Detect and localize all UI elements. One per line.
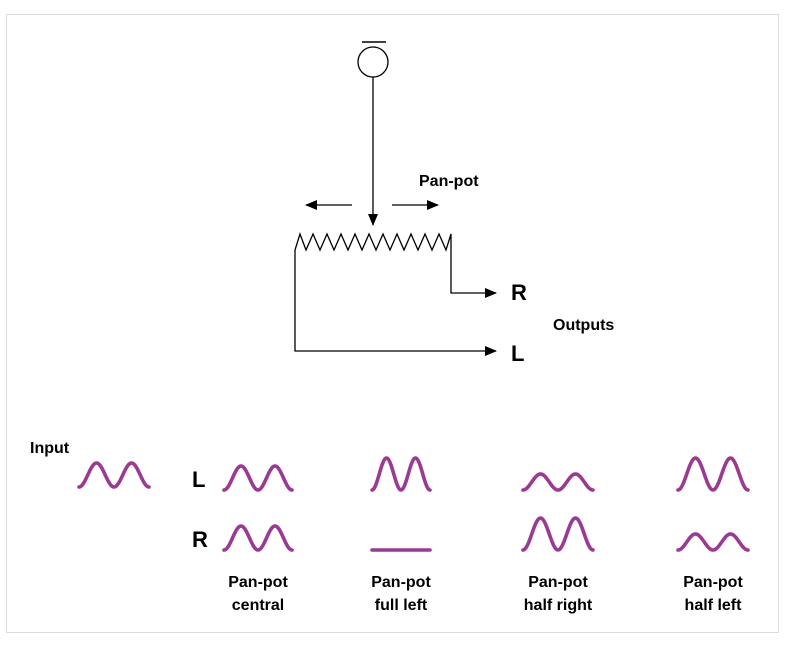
panel-full-left: Pan-pot full left [370,456,432,614]
panel-half-right: Pan-pot half right [521,472,595,614]
output-r-wire [450,241,497,298]
row-r-label: R [192,527,208,552]
row-l-label: L [192,467,205,492]
caption-full-left-line1: Pan-pot [371,574,431,591]
waveform-half-right-right [521,516,595,552]
frame-border [6,14,779,633]
caption-central-line2: central [232,597,284,614]
caption-half-right-line2: half right [524,597,593,614]
waveform-half-left-right [676,532,750,552]
caption-central-line1: Pan-pot [228,574,288,591]
waveform-central-right [222,524,294,552]
panel-central: Pan-pot central [222,464,294,614]
output-l-wire [294,250,497,356]
panel-half-left: Pan-pot half left [676,456,750,614]
caption-full-left-line2: full left [375,597,428,614]
input-waveform [77,461,151,489]
input-source-icon [357,41,389,78]
resistor-zigzag [294,231,452,252]
caption-half-left-line1: Pan-pot [683,574,743,591]
output-r-label: R [511,280,527,305]
input-label: Input [30,440,70,457]
caption-half-right-line1: Pan-pot [528,574,588,591]
outputs-label: Outputs [553,317,614,334]
output-l-label: L [511,341,524,366]
waveform-half-right-left [521,472,595,492]
waveform-central-left [222,464,294,492]
waveform-full-left-left [370,456,432,492]
pan-pot-label: Pan-pot [419,173,479,190]
caption-half-left-line2: half left [685,597,743,614]
waveform-half-left-left [676,456,750,492]
